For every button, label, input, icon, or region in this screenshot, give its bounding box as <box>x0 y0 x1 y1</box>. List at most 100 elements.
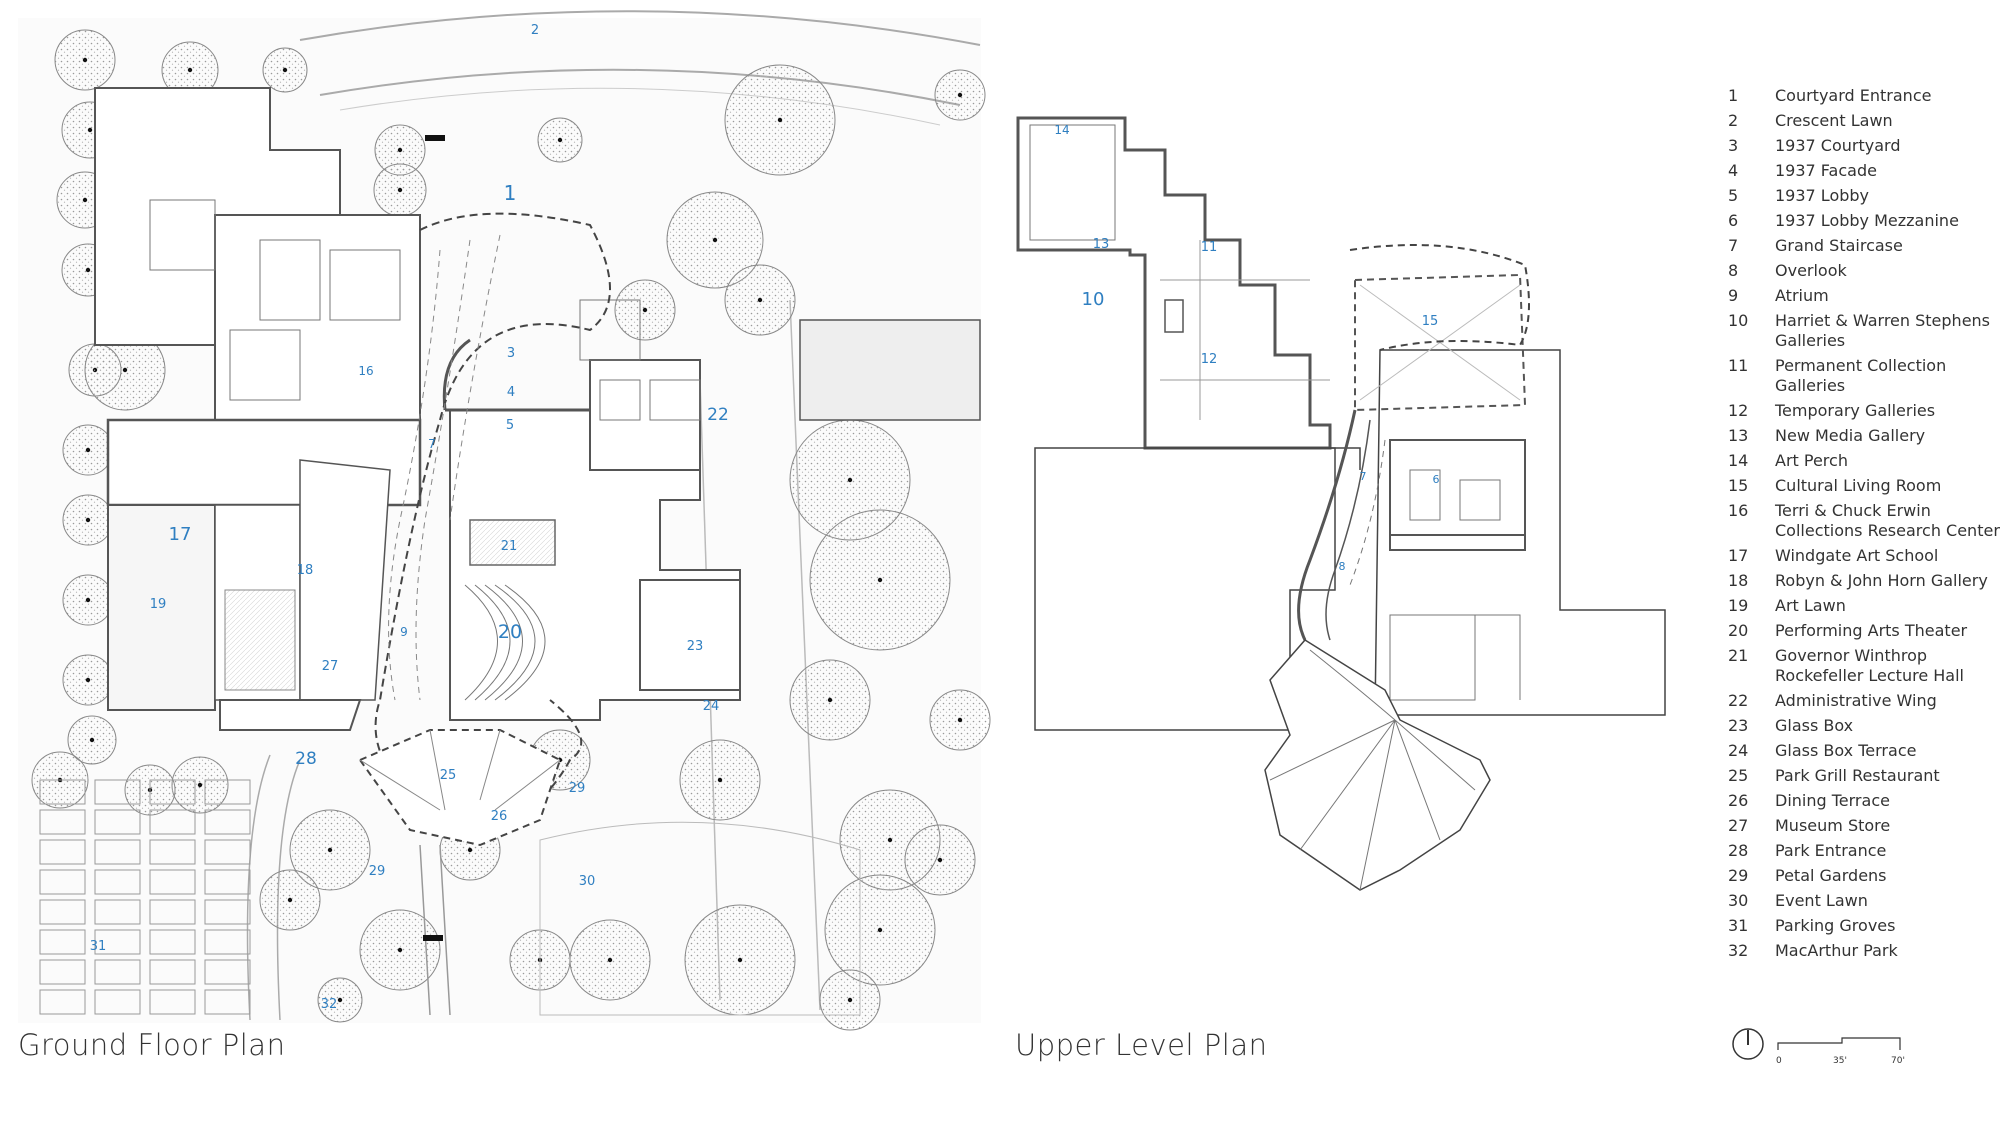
ground-label: 24 <box>703 699 720 714</box>
ground-label: 1 <box>504 181 517 205</box>
ground-label: 32 <box>321 997 338 1012</box>
legend-number: 20 <box>1728 621 1749 640</box>
ground-label: 28 <box>295 749 317 769</box>
legend-name: Robyn & John Horn Gallery <box>1775 571 1988 590</box>
ground-label: 17 <box>169 524 192 545</box>
legend-name: Parking Groves <box>1775 916 1896 935</box>
ground-label: 23 <box>687 639 704 654</box>
legend-name: Performing Arts Theater <box>1775 621 1968 640</box>
upper-label: 8 <box>1339 560 1346 573</box>
north-arrow-icon <box>1732 1028 1764 1060</box>
legend-name: Petal Gardens <box>1775 866 1887 885</box>
legend-name: Park Grill Restaurant <box>1775 766 1940 785</box>
legend-number: 12 <box>1728 401 1749 420</box>
legend-number: 3 <box>1728 136 1739 155</box>
scale-tick-0: 0 <box>1776 1056 1782 1066</box>
legend-name: Terri & Chuck Erwin Collections Research… <box>1775 501 2000 540</box>
legend-name: 1937 Courtyard <box>1775 136 1901 155</box>
upper-label: 6 <box>1433 473 1440 486</box>
upper-label: 7 <box>1360 470 1367 483</box>
ground-label: 9 <box>400 625 408 639</box>
legend-number: 18 <box>1728 571 1749 590</box>
legend-item: 31 Parking Groves <box>1728 916 2000 936</box>
ground-label: 25 <box>440 768 457 783</box>
legend-number: 29 <box>1728 866 1749 885</box>
legend-name: Harriet & Warren Stephens Galleries <box>1775 311 1991 350</box>
legend-number: 5 <box>1728 186 1739 205</box>
legend-name: Governor Winthrop Rockefeller Lecture Ha… <box>1775 646 1964 685</box>
legend-number: 14 <box>1728 451 1749 470</box>
legend-item: 29 Petal Gardens <box>1728 866 2000 886</box>
ground-label: 21 <box>501 539 518 554</box>
ground-label: 7 <box>428 437 436 451</box>
legend-item: 18 Robyn & John Horn Gallery <box>1728 571 2000 591</box>
legend-name: Crescent Lawn <box>1775 111 1893 130</box>
upper-label: 12 <box>1201 352 1218 367</box>
legend-number: 13 <box>1728 426 1749 445</box>
legend-name: Windgate Art School <box>1775 546 1939 565</box>
legend-name: Glass Box Terrace <box>1775 741 1917 760</box>
legend-name: Permanent Collection Galleries <box>1775 356 1947 395</box>
legend-name: Courtyard Entrance <box>1775 86 1932 105</box>
ground-label: 26 <box>491 809 508 824</box>
ground-label: 5 <box>506 418 514 433</box>
upper-label: 15 <box>1422 314 1439 329</box>
legend-number: 4 <box>1728 161 1739 180</box>
legend-item: 28 Park Entrance <box>1728 841 2000 861</box>
ground-label: 4 <box>507 385 515 400</box>
legend-number: 17 <box>1728 546 1749 565</box>
legend-item: 5 1937 Lobby <box>1728 186 2000 206</box>
ground-label: 18 <box>297 563 314 578</box>
legend-number: 32 <box>1728 941 1749 960</box>
legend-number: 1 <box>1728 86 1739 105</box>
legend-number: 15 <box>1728 476 1749 495</box>
legend-name: Glass Box <box>1775 716 1854 735</box>
legend-name: Cultural Living Room <box>1775 476 1942 495</box>
legend-number: 31 <box>1728 916 1749 935</box>
legend-item: 20 Performing Arts Theater <box>1728 621 2000 641</box>
upper-label: 13 <box>1093 237 1110 252</box>
legend-name: 1937 Lobby <box>1775 186 1870 205</box>
legend-item: 16 Terri & Chuck Erwin Collections Resear… <box>1728 501 2000 541</box>
legend-name: MacArthur Park <box>1775 941 1898 960</box>
legend-number: 6 <box>1728 211 1739 230</box>
legend-name: Art Perch <box>1775 451 1848 470</box>
ground-label: 22 <box>707 405 729 425</box>
legend-name: New Media Gallery <box>1775 426 1926 445</box>
ground-label: 30 <box>579 874 596 889</box>
legend-item: 11 Permanent Collection Galleries <box>1728 356 2000 396</box>
legend-number: 16 <box>1728 501 1749 520</box>
upper-label: 11 <box>1201 240 1218 255</box>
legend-name: Event Lawn <box>1775 891 1868 910</box>
legend-number: 2 <box>1728 111 1739 130</box>
legend-name: Museum Store <box>1775 816 1891 835</box>
legend: 1 Courtyard Entrance 2 Crescent Lawn 3 1937 C… <box>1728 86 2000 966</box>
legend-item: 2 Crescent Lawn <box>1728 111 2000 131</box>
ground-label: 29 <box>369 864 386 879</box>
legend-number: 26 <box>1728 791 1749 810</box>
ground-label: 20 <box>498 621 522 643</box>
upper-label: 14 <box>1054 123 1069 137</box>
legend-number: 23 <box>1728 716 1749 735</box>
legend-name: Administrative Wing <box>1775 691 1937 710</box>
legend-number: 28 <box>1728 841 1749 860</box>
legend-number: 21 <box>1728 646 1749 665</box>
legend-name: 1937 Facade <box>1775 161 1877 180</box>
legend-item: 23 Glass Box <box>1728 716 2000 736</box>
scale-tick-35: 35' <box>1833 1056 1847 1066</box>
legend-number: 11 <box>1728 356 1749 375</box>
legend-number: 19 <box>1728 596 1749 615</box>
legend-number: 7 <box>1728 236 1739 255</box>
ground-label: 19 <box>150 597 167 612</box>
scale-bar <box>1777 1037 1901 1050</box>
legend-name: Park Entrance <box>1775 841 1887 860</box>
legend-item: 1 Courtyard Entrance <box>1728 86 2000 106</box>
ground-label: 27 <box>322 659 339 674</box>
